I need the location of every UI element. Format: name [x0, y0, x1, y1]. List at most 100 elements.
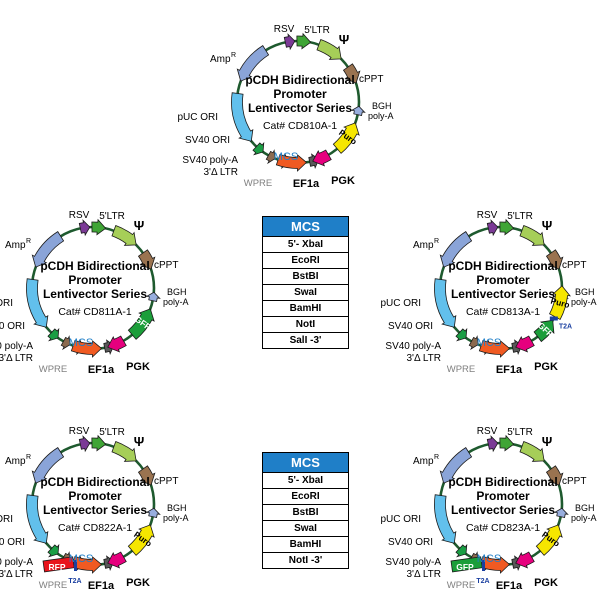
puc-label: pUC ORI — [380, 298, 421, 309]
pgk-promoter — [312, 149, 332, 167]
polya-label: poly-A — [163, 297, 189, 307]
sv40-ori-feature — [47, 327, 60, 342]
bgh-label: BGH — [167, 287, 187, 297]
vector-title-line: Promoter — [68, 489, 122, 503]
insert-arrow — [127, 308, 155, 340]
bgh-label: BGH — [372, 101, 392, 111]
ltr5-feature — [499, 218, 515, 236]
polya-label: poly-A — [163, 513, 189, 523]
vector-title-line: Lentivector Series — [43, 503, 147, 517]
ef1a-label: EF1a — [88, 364, 115, 376]
vector-title-line: Lentivector Series — [451, 503, 555, 517]
reporter-label: RFP — [49, 562, 66, 572]
puc-ori-feature — [434, 278, 457, 328]
pgk-promoter — [515, 551, 535, 569]
cppt-feature — [545, 249, 564, 270]
catalog-number: Cat# CD823A-1 — [466, 522, 540, 534]
cppt-label: cPPT — [359, 74, 383, 85]
insert-arrow — [533, 319, 555, 343]
sv40-polya-label: SV40 poly-A — [0, 341, 33, 352]
pgk-promoter — [515, 335, 535, 353]
mcs-site: BstBI — [263, 504, 348, 520]
sv40-ori-feature — [252, 141, 265, 156]
rsv-label: RSV — [69, 426, 90, 437]
sv40-ori-label: SV40 ORI — [185, 135, 230, 146]
wpre-label: WPRE — [39, 580, 68, 591]
ampr-superscript: R — [26, 454, 31, 461]
ltr5-label: 5'LTR — [507, 427, 533, 438]
sv40-ori-feature — [455, 327, 468, 342]
catalog-number: Cat# CD813A-1 — [466, 306, 540, 318]
vector-title-line: pCDH Bidirectional — [448, 475, 557, 489]
puc-ori-feature — [434, 494, 457, 544]
mcs-site: BamHI — [263, 300, 348, 316]
psi-label: Ψ — [339, 32, 350, 47]
puc-label: pUC ORI — [0, 514, 13, 525]
ltr5-feature — [296, 32, 312, 50]
puc-ori-feature — [26, 494, 49, 544]
ltr3-label: 3'Δ LTR — [406, 353, 441, 364]
mcs-site: NotI -3' — [263, 552, 348, 568]
ltr3-label: 3'Δ LTR — [203, 167, 238, 178]
mcs-site: BamHI — [263, 536, 348, 552]
ampr-superscript: R — [434, 238, 439, 245]
polya-label: poly-A — [571, 297, 597, 307]
vector-title-line: Promoter — [68, 273, 122, 287]
puc-ori-feature — [231, 92, 254, 142]
vector-title-line: Lentivector Series — [451, 287, 555, 301]
ef1a-label: EF1a — [496, 580, 523, 592]
ltr5-feature — [91, 218, 107, 236]
pgk-label: PGK — [331, 175, 355, 187]
sv40-ori-label: SV40 ORI — [0, 537, 25, 548]
ltr3-label: 3'Δ LTR — [406, 569, 441, 580]
ltr5-feature — [91, 434, 107, 452]
rsv-feature — [486, 435, 499, 453]
ampr-label: Amp — [413, 240, 434, 251]
ltr3-label: 3'Δ LTR — [0, 353, 33, 364]
ltr5-label: 5'LTR — [99, 211, 125, 222]
psi-label: Ψ — [542, 434, 553, 449]
puc-label: pUC ORI — [380, 514, 421, 525]
pgk-promoter — [107, 335, 127, 353]
pgk-label: PGK — [534, 577, 558, 589]
catalog-number: Cat# CD822A-1 — [58, 522, 132, 534]
ampr-superscript: R — [231, 52, 236, 59]
psi-feature — [316, 38, 342, 60]
sv40-polya-label: SV40 poly-A — [182, 155, 238, 166]
ltr3-label: 3'Δ LTR — [0, 569, 33, 580]
t2a-marker — [482, 560, 485, 571]
cppt-feature — [137, 249, 156, 270]
pgk-label: PGK — [126, 577, 150, 589]
ef1a-promoter — [275, 153, 308, 172]
sv40-polya-feature — [468, 335, 479, 351]
t2a-label: T2A — [476, 578, 489, 585]
catalog-number: Cat# CD811A-1 — [58, 306, 132, 318]
ltr5-label: 5'LTR — [507, 211, 533, 222]
puc-label: pUC ORI — [177, 112, 218, 123]
ampr-label: Amp — [5, 456, 26, 467]
sv40-polya-label: SV40 poly-A — [385, 341, 441, 352]
wpre-label: WPRE — [447, 580, 476, 591]
reporter-label: GFP — [456, 562, 474, 572]
psi-label: Ψ — [134, 434, 145, 449]
mcs-site: 5'- XbaI — [263, 236, 348, 252]
ampr-feature — [31, 231, 65, 268]
insert-arrow — [549, 285, 571, 320]
rsv-feature — [283, 33, 296, 51]
polya-label: poly-A — [368, 111, 394, 121]
pgk-promoter — [107, 551, 127, 569]
t2a-marker — [74, 560, 77, 571]
mcs-site: NotI — [263, 316, 348, 332]
ampr-feature — [439, 231, 473, 268]
polya-label: poly-A — [571, 513, 597, 523]
vector-title-line: pCDH Bidirectional — [40, 475, 149, 489]
ef1a-promoter — [478, 555, 511, 574]
bgh-polya-feature — [145, 291, 161, 302]
t2a-label: T2A — [559, 324, 572, 331]
cppt-label: cPPT — [562, 260, 586, 271]
mcs-label: MCS — [69, 337, 93, 349]
mcs-site: BstBI — [263, 268, 348, 284]
reporter-insert — [450, 556, 483, 573]
